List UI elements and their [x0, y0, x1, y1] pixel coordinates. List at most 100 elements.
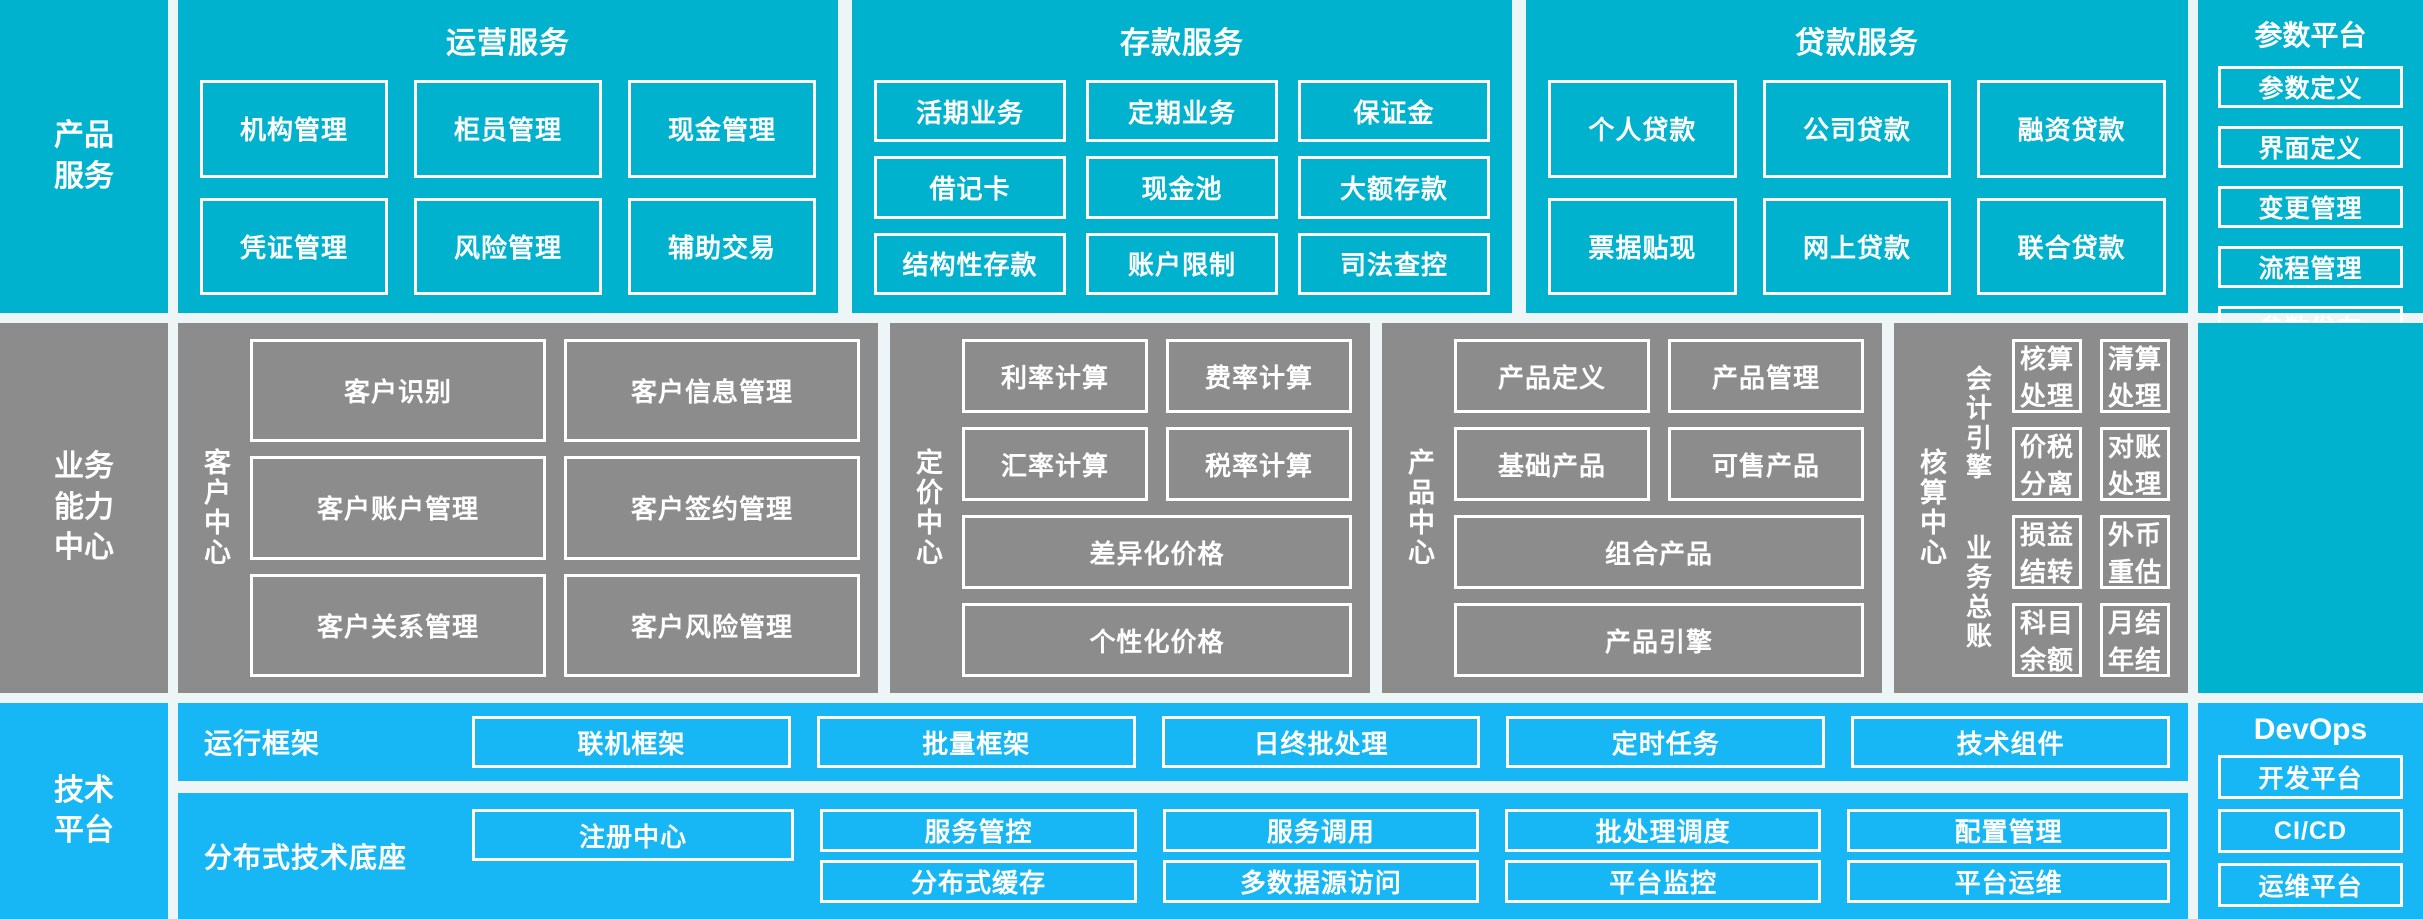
service-chip[interactable]: 柜员管理: [414, 80, 602, 178]
base-column: 配置管理 平台运维: [1847, 809, 2170, 903]
center-chip[interactable]: 损益结转: [2012, 515, 2082, 589]
service-chip[interactable]: 风险管理: [414, 197, 602, 295]
base-column: 批处理调度 平台监控: [1504, 809, 1822, 903]
center-chip[interactable]: 月结年结: [2100, 603, 2170, 677]
service-chip[interactable]: 联合贷款: [1977, 197, 2166, 295]
service-chip[interactable]: 活期业务: [874, 80, 1066, 143]
service-chip[interactable]: 辅助交易: [628, 197, 816, 295]
center-chip[interactable]: 可售产品: [1668, 427, 1864, 501]
devops-rail: DevOps 开发平台 CI/CD 运维平台: [2198, 703, 2423, 919]
registry-chip[interactable]: 注册中心: [472, 809, 795, 861]
service-chip[interactable]: 机构管理: [200, 80, 388, 178]
service-chip[interactable]: 保证金: [1298, 80, 1490, 143]
center-accounting: 核算中心 会计引擎 业务总账 核算处理 清算处理 价税分离 对账处理 损益结: [1894, 323, 2188, 693]
tech-chip[interactable]: 服务管控: [820, 809, 1137, 852]
service-chip[interactable]: 定期业务: [1086, 80, 1278, 143]
group-items: 机构管理 柜员管理 现金管理 凭证管理 风险管理 辅助交易: [200, 80, 816, 295]
center-chip[interactable]: 差异化价格: [962, 515, 1352, 589]
center-chip[interactable]: 科目余额: [2012, 603, 2082, 677]
center-chip[interactable]: 客户识别: [250, 339, 546, 443]
service-chip[interactable]: 账户限制: [1086, 232, 1278, 295]
center-body: 核算处理 清算处理 价税分离 对账处理 损益结转 外币重估 科目余额 月结年结: [2002, 339, 2170, 677]
distributed-base-bar: 分布式技术底座 注册中心 服务管控 分布式缓存 服务调用 多数据源访问 批处理调…: [178, 793, 2188, 919]
tech-chip[interactable]: 平台监控: [1504, 860, 1822, 903]
spine-line: 产品: [54, 119, 114, 152]
rail-chip[interactable]: 界面定义: [2218, 126, 2403, 168]
tech-chip[interactable]: 平台运维: [1847, 860, 2170, 903]
tech-chip[interactable]: 服务调用: [1162, 809, 1479, 852]
center-body: 产品定义 产品管理 基础产品 可售产品 组合产品 产品引擎: [1444, 339, 1864, 677]
center-row: 组合产品: [1454, 515, 1864, 589]
center-chip[interactable]: 对账处理: [2100, 427, 2170, 501]
center-chip[interactable]: 基础产品: [1454, 427, 1650, 501]
rail-chip[interactable]: 参数定义: [2218, 66, 2403, 108]
service-chip[interactable]: 大额存款: [1298, 156, 1490, 219]
runtime-framework-bar: 运行框架 联机框架 批量框架 日终批处理 定时任务 技术组件: [178, 703, 2188, 781]
tech-chip[interactable]: 分布式缓存: [820, 860, 1137, 903]
tech-chip[interactable]: 定时任务: [1506, 716, 1826, 768]
center-sublabels: 会计引擎 业务总账: [1956, 339, 2002, 677]
center-row: 科目余额 月结年结: [2012, 603, 2170, 677]
center-pricing: 定价中心 利率计算 费率计算 汇率计算 税率计算 差异化价格 个性化价格: [890, 323, 1370, 693]
center-row: 基础产品 可售产品: [1454, 427, 1864, 501]
group-title: 存款服务: [1120, 27, 1244, 60]
rail-chip[interactable]: 变更管理: [2218, 186, 2403, 228]
center-chip[interactable]: 客户风险管理: [564, 573, 860, 677]
bar-label: 运行框架: [204, 728, 321, 759]
rail-chip[interactable]: CI/CD: [2218, 809, 2403, 853]
center-sublabel: 会计引擎: [1965, 364, 1992, 482]
center-chip[interactable]: 个性化价格: [962, 603, 1352, 677]
center-chip[interactable]: 客户账户管理: [250, 456, 546, 560]
center-chip[interactable]: 客户信息管理: [564, 339, 860, 443]
center-row: 客户关系管理 客户风险管理: [250, 573, 860, 677]
center-chip[interactable]: 产品定义: [1454, 339, 1650, 413]
tech-chip[interactable]: 配置管理: [1847, 809, 2170, 852]
spine-line: 技术: [54, 773, 114, 807]
group-items: 活期业务 定期业务 保证金 借记卡 现金池 大额存款 结构性存款 账户限制 司法…: [874, 80, 1490, 295]
center-row: 利率计算 费率计算: [962, 339, 1352, 413]
service-chip[interactable]: 个人贷款: [1548, 80, 1737, 178]
center-chip[interactable]: 产品引擎: [1454, 603, 1864, 677]
spine-line: 服务: [54, 159, 114, 193]
service-chip[interactable]: 借记卡: [874, 156, 1066, 219]
center-chip[interactable]: 外币重估: [2100, 515, 2170, 589]
service-chip[interactable]: 网上贷款: [1762, 197, 1952, 295]
service-chip[interactable]: 票据贴现: [1548, 197, 1737, 295]
parameter-platform-rail-continuation: [2198, 323, 2423, 693]
center-chip[interactable]: 清算处理: [2100, 339, 2170, 413]
center-chip[interactable]: 费率计算: [1166, 339, 1352, 413]
center-chip[interactable]: 客户关系管理: [250, 573, 546, 677]
center-row: 产品引擎: [1454, 603, 1864, 677]
center-chip[interactable]: 价税分离: [2012, 427, 2082, 501]
center-body: 利率计算 费率计算 汇率计算 税率计算 差异化价格 个性化价格: [952, 339, 1352, 677]
rail-chip[interactable]: 开发平台: [2218, 755, 2403, 799]
service-chip[interactable]: 司法查控: [1298, 232, 1490, 295]
center-chip[interactable]: 组合产品: [1454, 515, 1864, 589]
center-chip[interactable]: 利率计算: [962, 339, 1148, 413]
center-chip[interactable]: 核算处理: [2012, 339, 2082, 413]
tech-chip[interactable]: 批处理调度: [1504, 809, 1822, 852]
center-row: 损益结转 外币重估: [2012, 515, 2170, 589]
tech-chip[interactable]: 技术组件: [1851, 716, 2170, 768]
service-group-operations: 运营服务 机构管理 柜员管理 现金管理 凭证管理 风险管理 辅助交易: [178, 0, 838, 313]
service-chip[interactable]: 凭证管理: [200, 197, 388, 295]
center-customer: 客户中心 客户识别 客户信息管理 客户账户管理 客户签约管理 客户关系管理 客户…: [178, 323, 878, 693]
service-chip[interactable]: 现金池: [1086, 156, 1278, 219]
spine-line: 能力: [54, 490, 114, 524]
center-chip[interactable]: 汇率计算: [962, 427, 1148, 501]
tech-chip[interactable]: 联机框架: [472, 716, 791, 768]
tech-chip[interactable]: 批量框架: [816, 716, 1136, 768]
rail-chip[interactable]: 流程管理: [2218, 246, 2403, 288]
center-chip[interactable]: 税率计算: [1166, 427, 1352, 501]
service-chip[interactable]: 现金管理: [628, 80, 816, 178]
service-chip[interactable]: 融资贷款: [1977, 80, 2166, 178]
center-row: 客户账户管理 客户签约管理: [250, 456, 860, 560]
center-chip[interactable]: 客户签约管理: [564, 456, 860, 560]
spine-line: 平台: [54, 814, 114, 847]
service-chip[interactable]: 结构性存款: [874, 232, 1066, 295]
tech-chip[interactable]: 多数据源访问: [1162, 860, 1479, 903]
center-chip[interactable]: 产品管理: [1668, 339, 1864, 413]
service-chip[interactable]: 公司贷款: [1762, 80, 1952, 178]
rail-chip[interactable]: 运维平台: [2218, 863, 2403, 907]
tech-chip[interactable]: 日终批处理: [1161, 716, 1481, 768]
